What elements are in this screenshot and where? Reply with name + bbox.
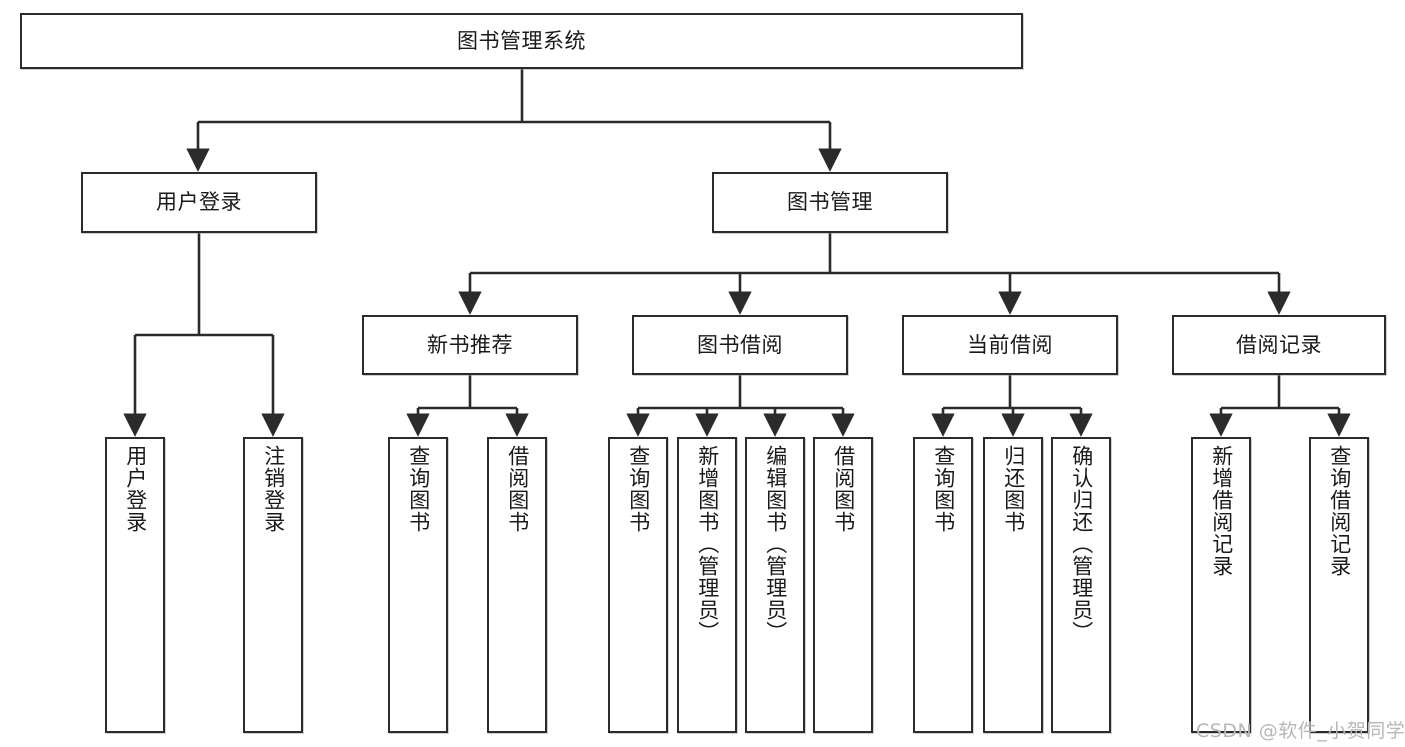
node-new-book-recommend-label: 新书推荐 [427, 332, 513, 357]
node-leaf-user-login[interactable]: 用户登录 [105, 437, 165, 733]
node-current-borrow-label: 当前借阅 [967, 332, 1053, 357]
node-leaf-query-book-borrow-label: 查询图书 [626, 445, 651, 533]
node-root[interactable]: 图书管理系统 [20, 13, 1023, 69]
node-leaf-edit-book-admin-label: 编辑图书（管理员） [763, 445, 788, 643]
node-book-borrow[interactable]: 图书借阅 [632, 315, 848, 375]
node-leaf-query-borrow-record[interactable]: 查询借阅记录 [1309, 437, 1369, 733]
node-borrow-record-label: 借阅记录 [1236, 332, 1322, 357]
node-leaf-query-book-borrow[interactable]: 查询图书 [608, 437, 668, 733]
node-leaf-add-book-admin-label: 新增图书（管理员） [695, 445, 720, 643]
node-leaf-edit-book-admin[interactable]: 编辑图书（管理员） [745, 437, 805, 733]
node-root-label: 图书管理系统 [457, 28, 586, 53]
node-leaf-borrow-book-rec[interactable]: 借阅图书 [487, 437, 547, 733]
node-leaf-add-borrow-record[interactable]: 新增借阅记录 [1191, 437, 1251, 733]
node-leaf-borrow-book-rec-label: 借阅图书 [505, 445, 530, 533]
node-leaf-return-book-label: 归还图书 [1001, 445, 1026, 533]
node-leaf-confirm-return-admin[interactable]: 确认归还（管理员） [1051, 437, 1111, 733]
node-leaf-query-book-rec[interactable]: 查询图书 [388, 437, 448, 733]
node-leaf-query-book-current-label: 查询图书 [931, 445, 956, 533]
node-leaf-user-login-label: 用户登录 [123, 445, 148, 533]
node-leaf-borrow-book-label: 借阅图书 [831, 445, 856, 533]
node-leaf-logout-login[interactable]: 注销登录 [243, 437, 303, 733]
node-current-borrow[interactable]: 当前借阅 [902, 315, 1118, 375]
node-user-login[interactable]: 用户登录 [81, 172, 317, 233]
watermark: CSDN @软件_小贺同学 [1196, 720, 1405, 742]
node-book-borrow-label: 图书借阅 [697, 332, 783, 357]
node-leaf-add-borrow-record-label: 新增借阅记录 [1209, 445, 1234, 577]
node-borrow-record[interactable]: 借阅记录 [1172, 315, 1386, 375]
node-leaf-confirm-return-admin-label: 确认归还（管理员） [1069, 445, 1094, 643]
node-leaf-query-book-current[interactable]: 查询图书 [913, 437, 973, 733]
node-leaf-logout-login-label: 注销登录 [261, 445, 286, 533]
node-book-manage[interactable]: 图书管理 [712, 172, 948, 233]
node-leaf-query-book-rec-label: 查询图书 [406, 445, 431, 533]
node-book-manage-label: 图书管理 [787, 190, 873, 215]
node-leaf-query-borrow-record-label: 查询借阅记录 [1327, 445, 1352, 577]
node-leaf-add-book-admin[interactable]: 新增图书（管理员） [677, 437, 737, 733]
node-leaf-return-book[interactable]: 归还图书 [983, 437, 1043, 733]
node-user-login-label: 用户登录 [156, 190, 242, 215]
node-new-book-recommend[interactable]: 新书推荐 [362, 315, 578, 375]
node-leaf-borrow-book[interactable]: 借阅图书 [813, 437, 873, 733]
